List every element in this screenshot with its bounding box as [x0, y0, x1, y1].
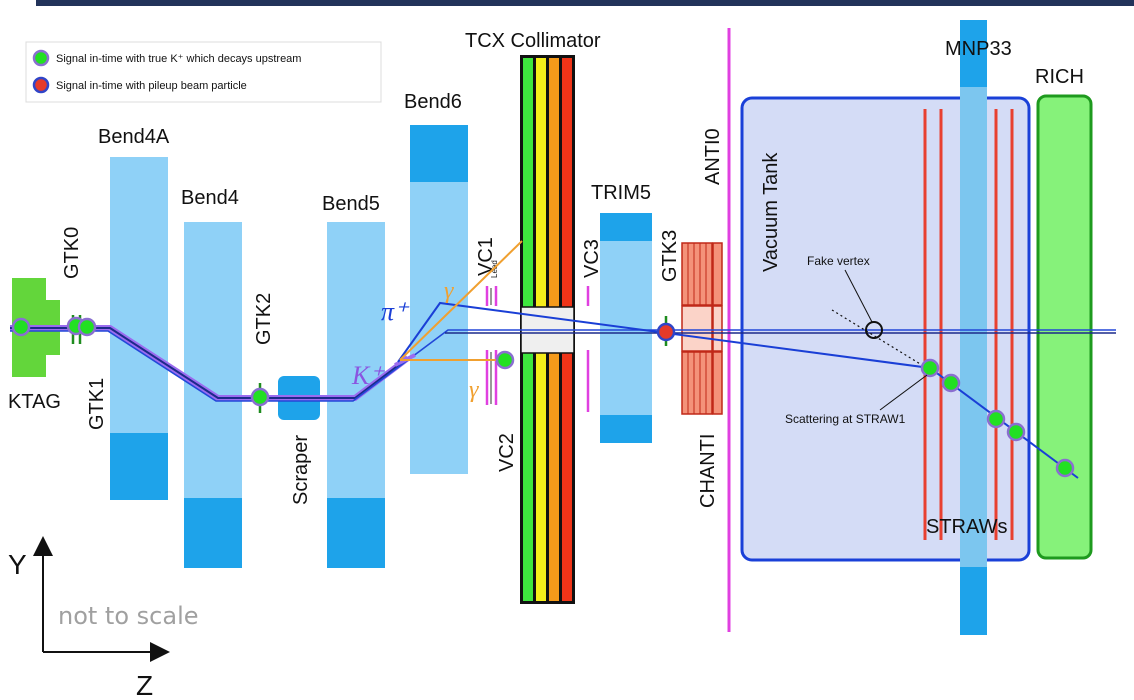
bend4a-label: Bend4A	[98, 126, 170, 148]
chanti: CHANTI	[681, 242, 723, 508]
magnet-bend4a: Bend4A	[98, 126, 170, 500]
legend-green-marker	[32, 49, 50, 67]
kaon-label: K⁺	[351, 361, 385, 390]
rich-label: RICH	[1035, 66, 1084, 88]
fake-vertex-pointer	[844, 269, 873, 323]
mnp33-window	[960, 87, 987, 567]
gtk0-label: GTK0	[61, 227, 83, 279]
fake-vertex-extrapolation	[831, 309, 936, 374]
legend-item-pileup: Signal in-time with pileup beam particle	[56, 80, 247, 92]
hit-gtk2	[250, 387, 270, 407]
axis-y-label: Y	[8, 549, 27, 580]
hit-gtk3-pileup	[656, 322, 676, 342]
vc3-label: VC3	[581, 239, 603, 278]
vacuum-tank-box	[740, 96, 1031, 562]
bend4a-pole	[110, 157, 168, 433]
vacuum-tank-label: Vacuum Tank	[760, 152, 782, 272]
chanti-block-4	[712, 242, 723, 306]
veto-counters: VC1 Lead VC2 VC3	[475, 237, 603, 472]
fake-vertex-marker	[865, 321, 883, 339]
scraper-label: Scraper	[290, 435, 312, 505]
hit-rich	[1055, 458, 1075, 478]
rich-box	[1036, 94, 1093, 560]
ktag: KTAG	[8, 278, 61, 413]
chanti-block-6	[712, 351, 723, 415]
anti0-label: ANTI0	[702, 128, 724, 185]
vacuum-tank: Vacuum Tank	[740, 96, 1031, 562]
legend-item-true-kaon: Signal in-time with true K⁺ which decays…	[56, 53, 301, 65]
chanti-block-2	[681, 305, 713, 352]
hit-ktag	[11, 317, 31, 337]
pion-label: π⁺	[381, 297, 410, 326]
rich: RICH	[1035, 66, 1093, 560]
bend6-pole	[410, 182, 468, 474]
hit-vc2	[495, 350, 515, 370]
axis-z-label: Z	[136, 670, 153, 700]
straws-label: STRAWs	[926, 516, 1007, 538]
tcx-label: TCX Collimator	[465, 30, 601, 52]
magnet-bend6: Bend6	[404, 91, 468, 474]
mnp33: MNP33	[945, 20, 1012, 635]
header-bar	[36, 0, 1134, 6]
gtk2-label: GTK2	[253, 293, 275, 345]
chanti-block-5	[712, 305, 723, 352]
gtk1-label: GTK1	[86, 378, 108, 430]
trim5-yoke-top	[600, 213, 652, 241]
hit-straw1	[920, 358, 940, 378]
chanti-block-3	[681, 351, 713, 415]
bend6-label: Bend6	[404, 91, 462, 113]
hit-straw4	[1006, 422, 1026, 442]
chanti-label: CHANTI	[697, 434, 719, 508]
straw-chambers: STRAWs	[923, 109, 1014, 540]
bend5-yoke	[327, 498, 385, 568]
tcx-collimator: TCX Collimator	[465, 30, 601, 604]
ktag-label: KTAG	[8, 391, 61, 413]
fake-vertex-label: Fake vertex	[807, 254, 870, 268]
hit-gtk1	[77, 317, 97, 337]
chanti-block-1	[681, 242, 713, 306]
gamma-label-lower: γ	[469, 377, 479, 403]
hit-straw2	[941, 373, 961, 393]
bend5-label: Bend5	[322, 193, 380, 215]
legend-box	[25, 41, 382, 103]
magnet-bend5: Bend5	[322, 193, 385, 568]
bend4-yoke	[184, 498, 242, 568]
magnet-bend4: Bend4	[181, 187, 242, 568]
gamma-label-upper: γ	[444, 278, 454, 304]
hit-straw3	[986, 409, 1006, 429]
legend: Signal in-time with true K⁺ which decays…	[25, 41, 382, 103]
mnp33-label: MNP33	[945, 38, 1012, 60]
scattering-pointer	[879, 374, 928, 411]
magnet-trim5: TRIM5	[591, 182, 652, 443]
mnp33-top	[960, 20, 987, 87]
bend4-pole	[184, 222, 242, 498]
bend4-label: Bend4	[181, 187, 239, 209]
legend-red-marker	[32, 76, 50, 94]
bend4a-yoke	[110, 433, 168, 500]
scattering-label: Scattering at STRAW1	[785, 412, 906, 426]
trim5-label: TRIM5	[591, 182, 651, 204]
trim5-yoke-bottom	[600, 415, 652, 443]
bend5-pole	[327, 222, 385, 498]
gamma-track-upper	[399, 240, 523, 361]
hit-markers	[11, 316, 1075, 478]
not-to-scale-note: not to scale	[58, 602, 199, 630]
bend6-yoke	[410, 125, 468, 182]
vc1-label: VC1	[475, 237, 497, 276]
mnp33-bottom	[960, 567, 987, 635]
gtk3-label: GTK3	[659, 230, 681, 282]
vc2-label: VC2	[496, 433, 518, 472]
axes: Y Z not to scale	[8, 536, 199, 700]
chanti-strips	[687, 243, 707, 414]
